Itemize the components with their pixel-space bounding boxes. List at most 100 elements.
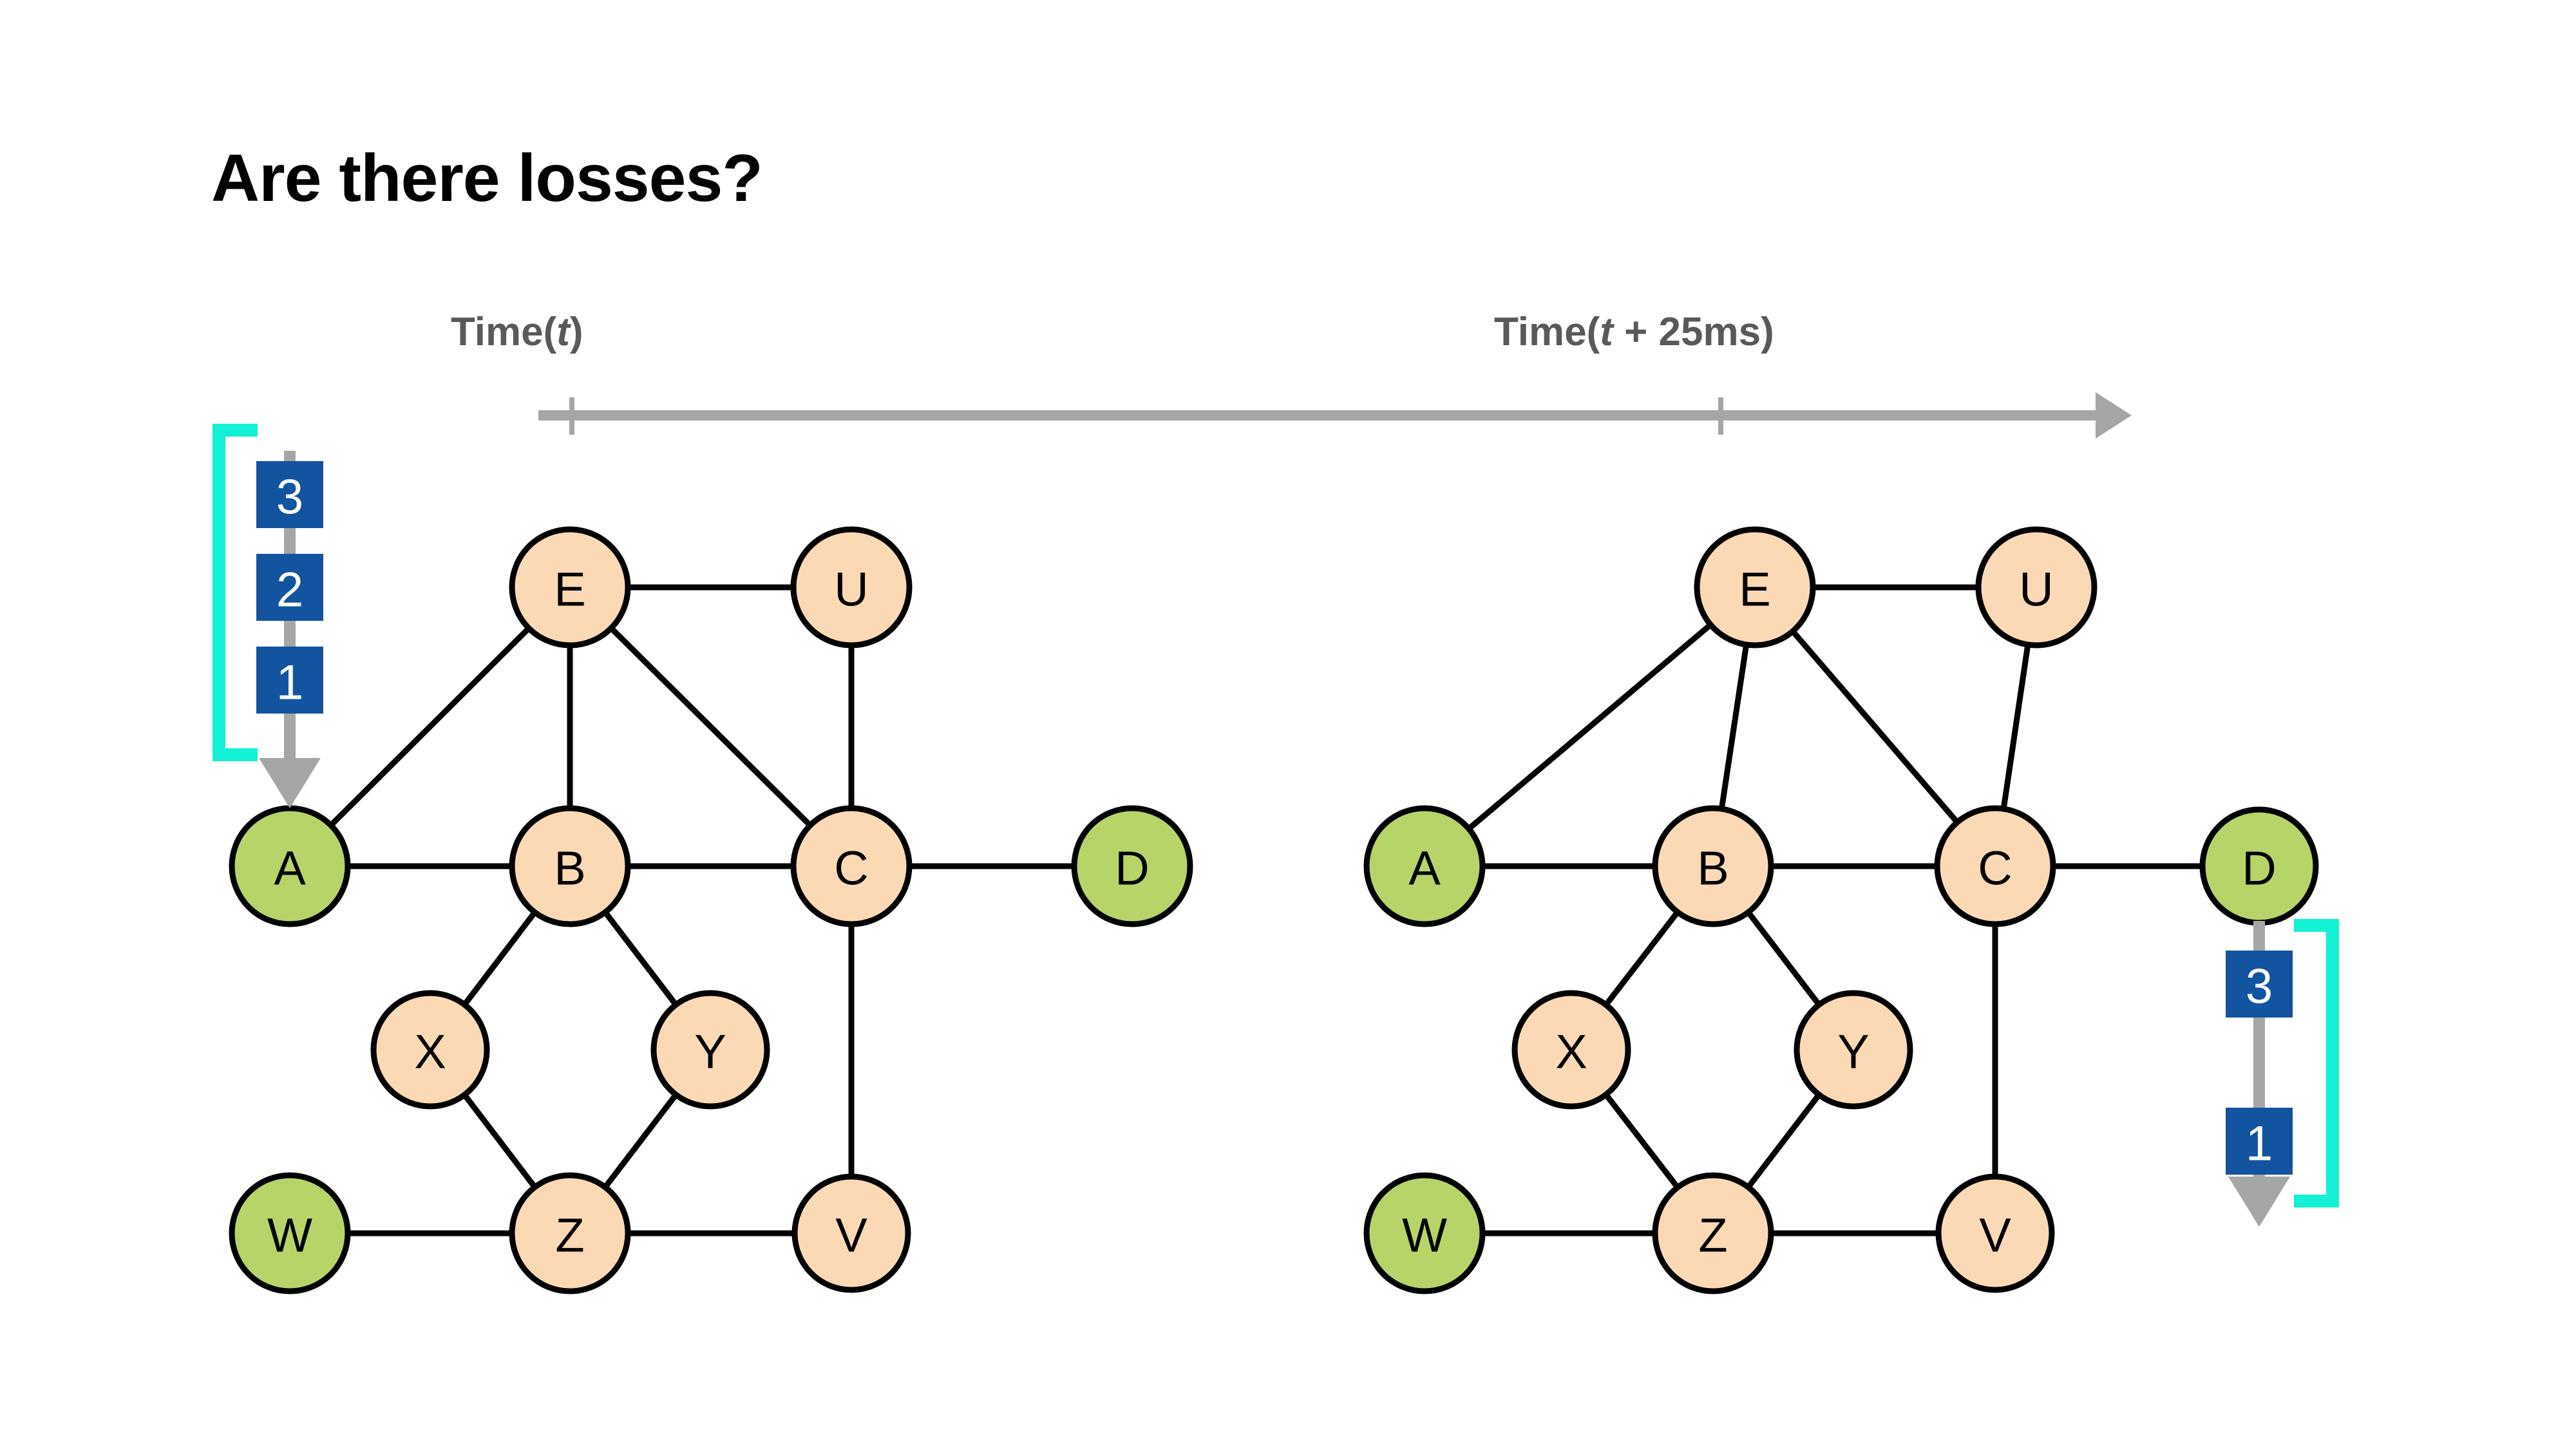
- edge-E-C: [1752, 585, 1998, 868]
- node-X-label: X: [414, 1025, 446, 1079]
- packet-3-label: 3: [276, 470, 303, 525]
- node-X-circle: [370, 990, 490, 1110]
- node-W-circle: [229, 1172, 351, 1294]
- time-label-t-plus-25ms: Time(t + 25ms): [1494, 309, 1774, 355]
- node-V-circle: [791, 1173, 911, 1293]
- edge-E-C: [567, 585, 854, 869]
- node-Z[interactable]: Z: [509, 1172, 631, 1294]
- node-B-label: B: [1697, 842, 1728, 895]
- node-X-circle: [1511, 990, 1631, 1110]
- node-W-label: W: [267, 1209, 312, 1262]
- node-B-circle: [1652, 805, 1774, 927]
- packet-2-label: 2: [276, 563, 303, 618]
- node-Z-label: Z: [1698, 1209, 1727, 1262]
- time-label-prefix: Time(: [451, 310, 557, 354]
- node-U[interactable]: U: [790, 526, 913, 649]
- node-E-label: E: [1739, 563, 1770, 616]
- inbound-packet-queue: 3 2 1: [213, 424, 323, 808]
- node-V-label: V: [835, 1209, 867, 1262]
- packet-2[interactable]: 2: [256, 554, 323, 621]
- inbound-packet-queue-bracket: [213, 424, 258, 761]
- packet-3-box: [256, 461, 323, 528]
- time-label-variable: t: [1600, 310, 1613, 354]
- time-label-prefix: Time(: [1494, 310, 1600, 354]
- packet-3[interactable]: 3: [2226, 951, 2293, 1018]
- node-Y-circle: [1794, 990, 1913, 1110]
- node-E-circle: [509, 526, 631, 649]
- node-E[interactable]: E: [509, 526, 631, 649]
- page-title: Are there losses?: [211, 141, 763, 216]
- node-X-label: X: [1555, 1025, 1587, 1079]
- node-C-label: C: [1978, 842, 2012, 895]
- node-U-circle: [790, 526, 913, 649]
- node-Z-circle: [509, 1172, 631, 1294]
- node-V-label: V: [1979, 1209, 2011, 1262]
- node-C-circle: [1934, 805, 2056, 927]
- node-A-label: A: [1408, 842, 1441, 895]
- node-D[interactable]: D: [2199, 806, 2319, 926]
- time-label-suffix: ): [569, 310, 583, 354]
- edge-E-A: [287, 585, 573, 869]
- node-A[interactable]: A: [1363, 805, 1486, 927]
- graph-time-t: E U A B C D X Y W Z V 3 2 1: [213, 424, 1193, 1294]
- node-W[interactable]: W: [229, 1172, 351, 1294]
- node-B[interactable]: B: [509, 805, 631, 927]
- packet-1-box: [2226, 1108, 2293, 1175]
- packet-1[interactable]: 1: [256, 647, 323, 714]
- node-Y-label: Y: [1837, 1025, 1869, 1079]
- packet-3-box: [2226, 951, 2293, 1018]
- node-Y[interactable]: Y: [650, 990, 770, 1110]
- node-C[interactable]: C: [1934, 805, 2056, 927]
- packet-1-box: [256, 647, 323, 714]
- node-Y[interactable]: Y: [1794, 990, 1913, 1110]
- node-Z[interactable]: Z: [1652, 1172, 1774, 1294]
- node-E-label: E: [554, 563, 585, 616]
- node-Z-label: Z: [555, 1209, 584, 1262]
- packet-1-label: 1: [276, 656, 303, 710]
- packet-3-label: 3: [2246, 960, 2273, 1014]
- node-D[interactable]: D: [1071, 805, 1193, 927]
- packet-3[interactable]: 3: [256, 461, 323, 528]
- node-X[interactable]: X: [1511, 990, 1631, 1110]
- node-D-label: D: [1115, 842, 1149, 895]
- packet-2-box: [256, 554, 323, 621]
- outbound-packet-queue: 31: [2226, 919, 2339, 1227]
- node-C[interactable]: C: [790, 805, 913, 927]
- node-D-label: D: [2242, 842, 2276, 895]
- node-Y-circle: [650, 990, 770, 1110]
- node-U-label: U: [2019, 563, 2053, 616]
- graph-time-t-edges: [287, 584, 1132, 1236]
- node-C-circle: [790, 805, 913, 927]
- node-Y-label: Y: [694, 1025, 726, 1079]
- node-B-label: B: [554, 842, 585, 895]
- node-U-circle: [1975, 526, 2098, 649]
- node-E[interactable]: E: [1694, 526, 1816, 649]
- node-V-circle: [1935, 1173, 2055, 1293]
- node-Z-circle: [1652, 1172, 1774, 1294]
- node-V[interactable]: V: [1935, 1173, 2055, 1293]
- time-label-variable: t: [556, 310, 570, 354]
- graph-time-t-plus-25ms-nodes: E U A B C D X Y W Z V: [1363, 526, 2319, 1294]
- packet-1-label: 1: [2246, 1117, 2273, 1171]
- node-U[interactable]: U: [1975, 526, 2098, 649]
- node-X[interactable]: X: [370, 990, 490, 1110]
- timeline-axis-arrowhead: [2096, 392, 2132, 439]
- node-B-circle: [509, 805, 631, 927]
- outbound-packet-queue-arrowhead: [2228, 1177, 2290, 1227]
- time-label-t: Time(t): [451, 309, 583, 355]
- timeline-axis: [538, 392, 2132, 439]
- node-D-circle: [1071, 805, 1193, 927]
- node-A[interactable]: A: [229, 805, 351, 927]
- node-E-circle: [1694, 526, 1816, 649]
- node-A-circle: [1363, 805, 1486, 927]
- node-A-label: A: [274, 842, 306, 895]
- node-V[interactable]: V: [791, 1173, 911, 1293]
- node-B[interactable]: B: [1652, 805, 1774, 927]
- node-C-label: C: [834, 842, 868, 895]
- node-U-label: U: [834, 563, 868, 616]
- graph-time-t-nodes: E U A B C D X Y W Z V: [229, 526, 1193, 1294]
- packet-1[interactable]: 1: [2226, 1108, 2293, 1175]
- node-W[interactable]: W: [1363, 1172, 1486, 1294]
